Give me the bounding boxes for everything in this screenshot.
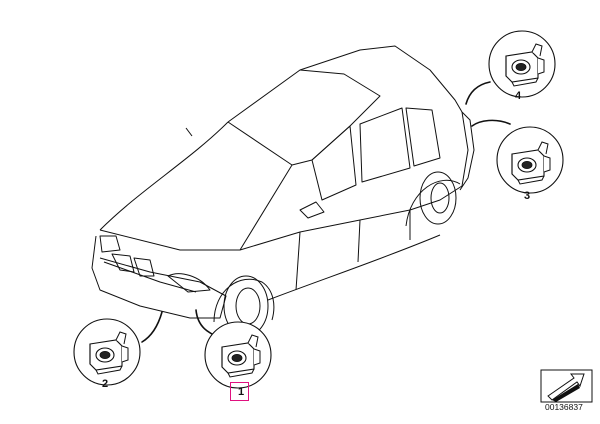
car-rear	[459, 111, 475, 191]
detail-circle-3	[496, 126, 564, 194]
leader-line-2	[141, 311, 163, 343]
part-label-3[interactable]: 3	[524, 190, 531, 202]
car-rear-wheel	[419, 171, 457, 225]
car-body-side	[239, 111, 469, 251]
part-label-1[interactable]: 1	[237, 386, 245, 398]
part-1-highlight-box[interactable]	[230, 382, 249, 401]
car-rear-wheel-arch	[405, 179, 461, 227]
detail-circle-1	[204, 321, 272, 389]
car-headlight	[167, 273, 211, 293]
car-quarter-window	[405, 107, 441, 167]
car-headlight	[99, 235, 121, 253]
car-side-window	[311, 125, 357, 201]
arrow-down-right-icon[interactable]	[540, 369, 593, 403]
car-front-bumper	[91, 235, 227, 319]
leader-lines	[141, 81, 511, 343]
car-front-wheel-arch	[213, 278, 275, 323]
part-label-2[interactable]: 2	[102, 378, 109, 390]
diagram-reference-number: 00136837	[545, 402, 583, 412]
car-windshield	[227, 69, 381, 166]
car-hood	[99, 121, 293, 251]
detail-circle-4	[488, 30, 556, 98]
car-mirror	[299, 201, 325, 219]
car-grille	[111, 253, 155, 277]
car-sill	[267, 234, 441, 301]
car-outline	[91, 45, 475, 337]
leader-line-3	[471, 119, 511, 127]
part-label-4[interactable]: 4	[515, 90, 522, 102]
detail-circle-2	[73, 318, 141, 386]
car-roof	[227, 45, 463, 123]
car-rear-window	[359, 107, 411, 183]
leader-line-4	[465, 81, 491, 105]
